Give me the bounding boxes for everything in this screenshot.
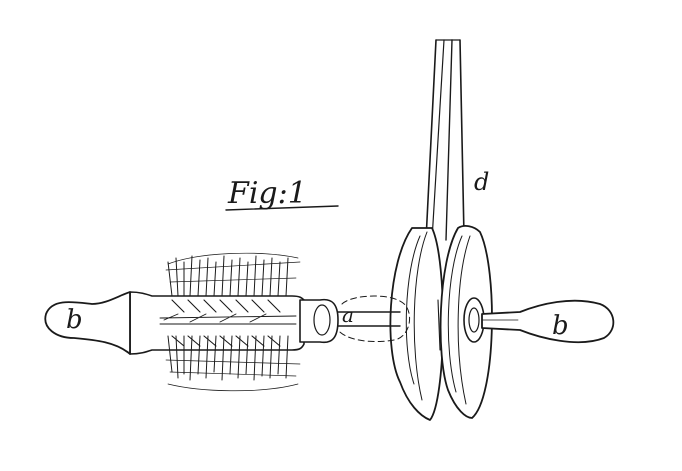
brush-assembly — [129, 252, 339, 392]
label-arbor: a — [342, 303, 354, 327]
label-handle-right: b — [552, 311, 569, 341]
bristles-bottom — [165, 335, 301, 392]
figure-title: Fig:1 — [227, 176, 307, 211]
label-handle-left: b — [66, 305, 83, 335]
label-wheel: d — [474, 168, 489, 196]
figure-caption: Fig:1 — [225, 176, 339, 211]
bristles-top — [165, 252, 301, 313]
wheel-assembly — [389, 39, 493, 421]
handle-right: b — [481, 299, 615, 344]
arbor-shaft: a — [329, 295, 410, 343]
handle-left: b — [44, 291, 131, 355]
